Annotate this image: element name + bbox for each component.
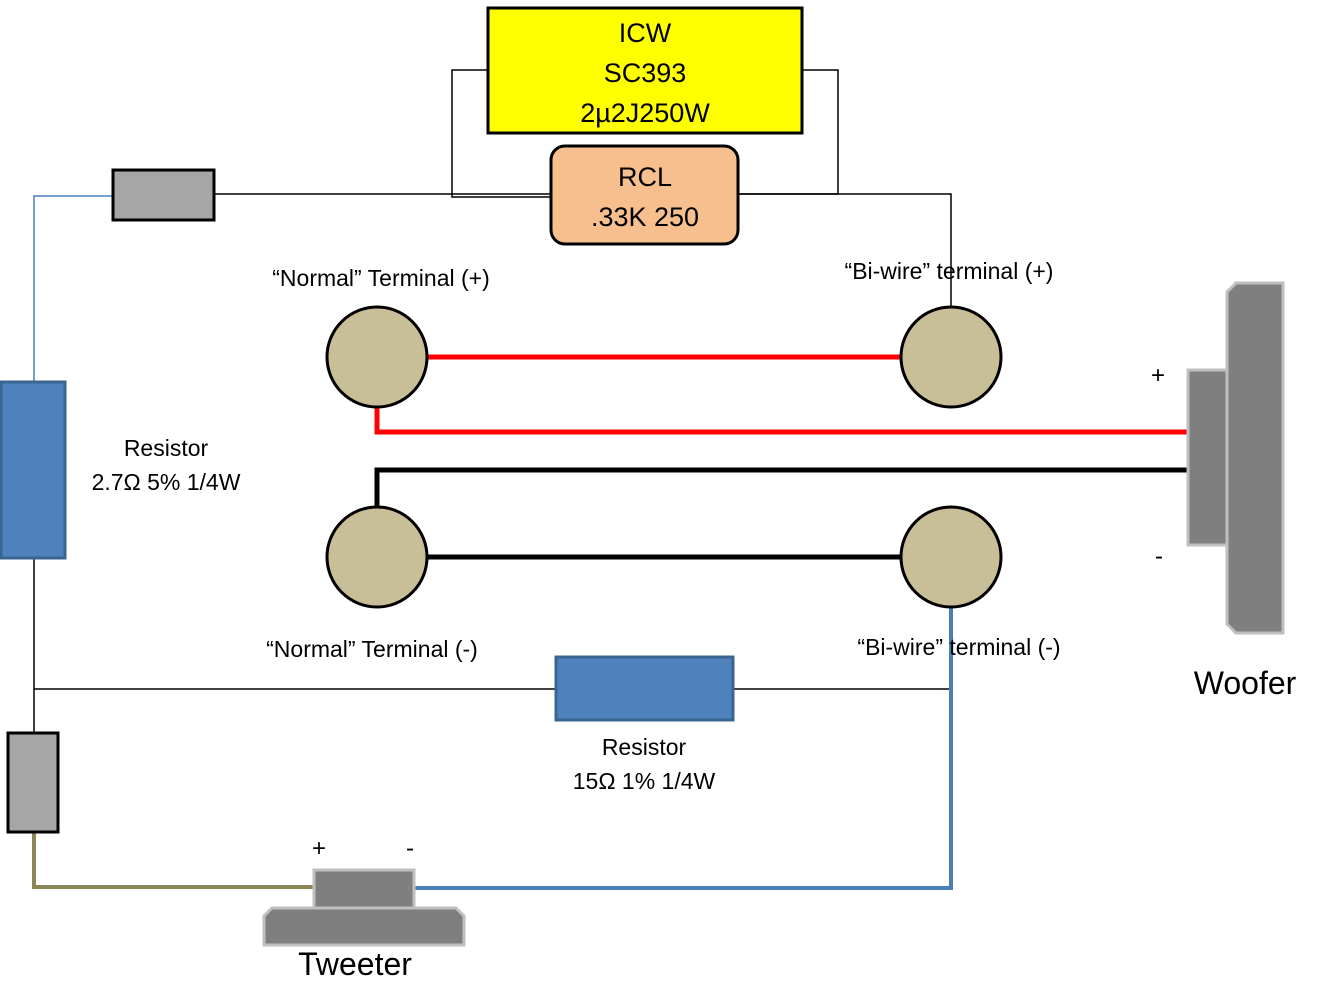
label-biwire-positive: “Bi-wire” terminal (+) xyxy=(845,258,1054,284)
fuse-top xyxy=(111,168,216,222)
tweeter-top xyxy=(312,868,416,910)
tweeter-base xyxy=(262,906,466,947)
fuse-bottom xyxy=(6,731,60,834)
rcl-to-biwire-pos-wire xyxy=(738,193,952,308)
capacitor: ICW SC393 2µ2J250W xyxy=(486,6,804,135)
rcl-label-1: RCL xyxy=(618,162,672,192)
capacitor-label-1: ICW xyxy=(619,18,672,48)
rcl-body xyxy=(549,144,740,246)
terminal-biwire-positive xyxy=(899,305,1003,409)
label-normal-positive: “Normal” Terminal (+) xyxy=(272,265,489,291)
thin-wires xyxy=(33,69,952,733)
woofer-label: Woofer xyxy=(1194,665,1297,701)
resistor-2-label-1: Resistor xyxy=(602,734,687,760)
woofer-minus-label: - xyxy=(1155,543,1163,570)
cap-left-lead xyxy=(451,69,553,198)
resistor-1 xyxy=(0,380,67,560)
blue-thin-wire xyxy=(33,195,113,382)
tweeter-minus-label: - xyxy=(406,835,414,862)
resistor-2-label-2: 15Ω 1% 1/4W xyxy=(573,768,716,794)
rcl-component: RCL .33K 250 xyxy=(549,144,740,246)
terminal-normal-negative xyxy=(325,505,429,609)
woofer-positive-wire xyxy=(374,408,1189,435)
label-normal-negative: “Normal” Terminal (-) xyxy=(266,636,478,662)
tweeter-label: Tweeter xyxy=(298,946,412,982)
capacitor-label-3: 2µ2J250W xyxy=(580,98,710,128)
tweeter-plus-label: + xyxy=(312,835,326,862)
woofer-plus-label: + xyxy=(1151,362,1165,389)
woofer-speaker-icon xyxy=(1186,281,1285,635)
tweeter-speaker-icon xyxy=(262,868,466,947)
tweeter-negative-wire xyxy=(414,608,953,890)
terminal-biwire-negative xyxy=(899,505,1003,609)
capacitor-body xyxy=(486,6,804,135)
woofer-negative-wire xyxy=(374,467,1189,508)
label-biwire-negative: “Bi-wire” terminal (-) xyxy=(857,634,1060,660)
terminal-normal-positive xyxy=(325,305,429,409)
woofer-magnet xyxy=(1186,368,1229,547)
woofer-cone xyxy=(1225,281,1285,635)
tweeter-positive-wire xyxy=(32,832,314,889)
resistor-1-label-1: Resistor xyxy=(124,435,209,461)
capacitor-label-2: SC393 xyxy=(604,58,687,88)
resistor-2 xyxy=(554,655,735,722)
rcl-label-2: .33K 250 xyxy=(591,202,699,232)
resistor-1-label-2: 2.7Ω 5% 1/4W xyxy=(92,469,241,495)
